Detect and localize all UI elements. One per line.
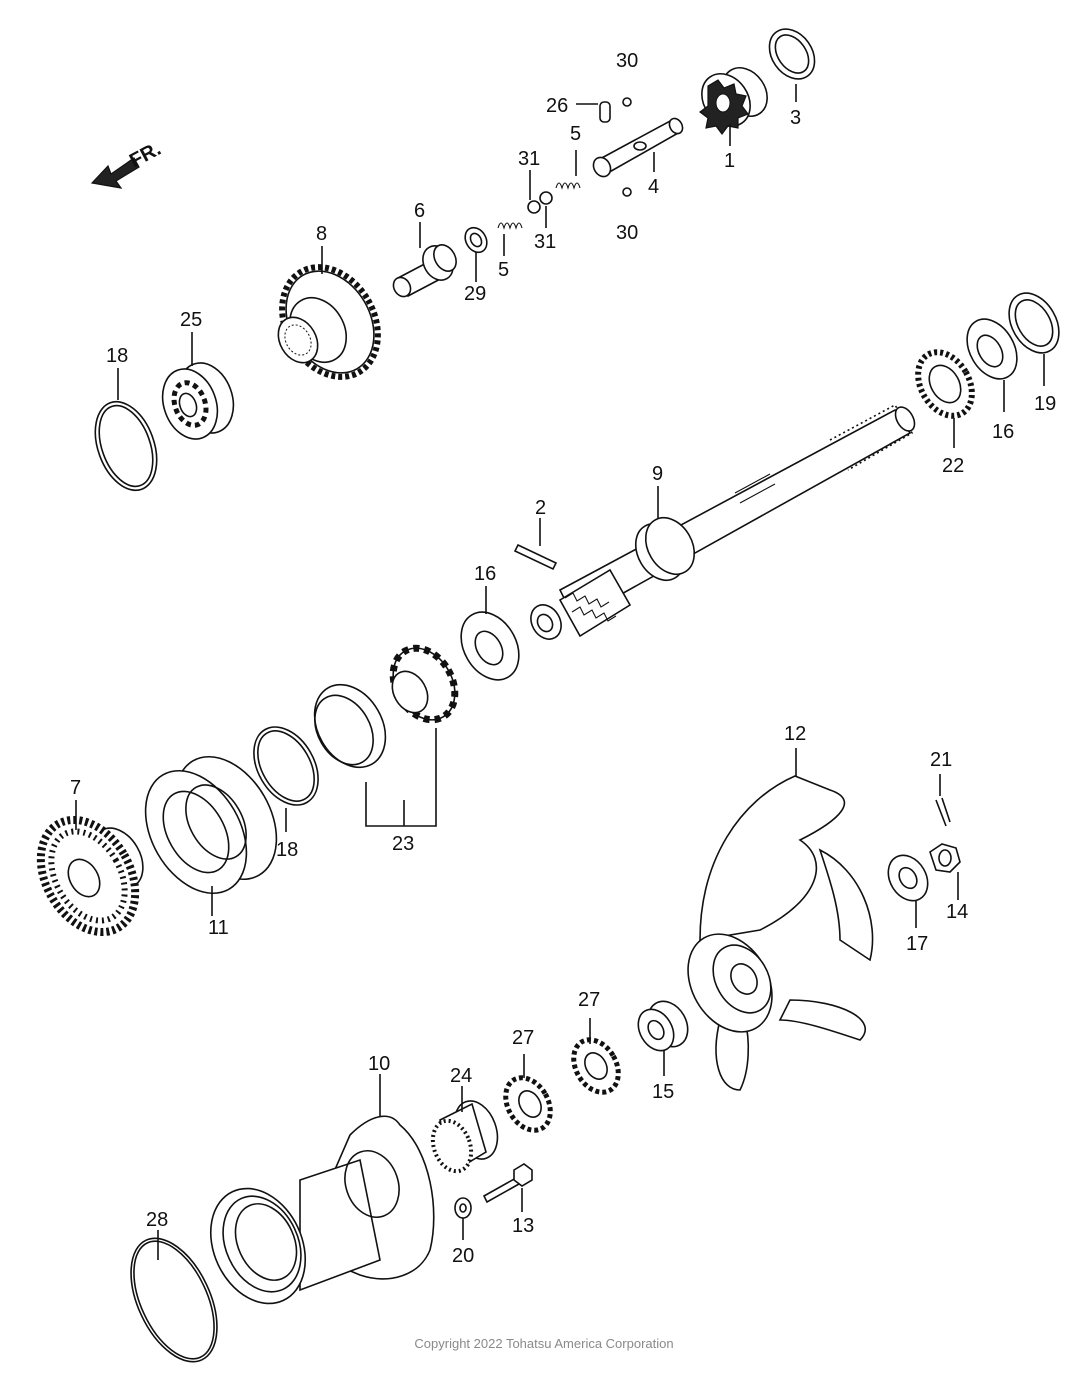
part-2-cross-pin <box>513 543 558 571</box>
copyright-notice: Copyright 2022 Tohatsu America Corporati… <box>414 1336 674 1351</box>
part-27-oil-seal-lower <box>503 1054 553 1133</box>
label-4: 4 <box>648 176 659 198</box>
part-16-washer-upper <box>966 318 1018 380</box>
part-21-cotter-pin <box>935 774 951 827</box>
label-6: 6 <box>414 200 425 222</box>
label-27-upper: 27 <box>578 989 600 1011</box>
part-7-reverse-gear <box>36 800 144 937</box>
front-direction-arrow: FR. <box>90 138 165 189</box>
part-19-washer <box>1008 292 1060 354</box>
label-23: 23 <box>392 833 414 855</box>
label-31-lower: 31 <box>534 231 556 253</box>
label-15: 15 <box>652 1081 674 1103</box>
part-9-propeller-shaft <box>530 403 916 640</box>
label-30-bottom: 30 <box>616 222 638 244</box>
label-27-lower: 27 <box>512 1027 534 1049</box>
label-24: 24 <box>450 1065 472 1087</box>
label-16-lower: 16 <box>474 563 496 585</box>
part-13-bolt <box>482 1163 533 1212</box>
part-5-spring-lower <box>497 222 523 230</box>
part-31-ball-upper <box>527 200 541 214</box>
label-5-upper: 5 <box>570 123 581 145</box>
part-18-ring-lower <box>253 726 319 832</box>
part-17-washer <box>887 854 929 928</box>
part-30-ball-top <box>622 97 632 107</box>
part-25-ball-bearing <box>161 362 235 440</box>
part-1-clutch-dog <box>699 67 768 135</box>
label-20: 20 <box>452 1245 474 1267</box>
part-30-ball-bottom <box>622 187 632 197</box>
part-14-propeller-nut <box>929 843 961 900</box>
label-22: 22 <box>942 455 964 477</box>
part-4-shift-shaft <box>592 117 684 178</box>
part-22-thrust-bearing <box>915 349 975 419</box>
part-29-clip <box>464 226 488 254</box>
label-11: 11 <box>208 917 229 939</box>
part-27-oil-seal-upper <box>571 1018 621 1095</box>
part-24-needle-bearing <box>430 1086 499 1174</box>
label-19: 19 <box>1034 393 1056 415</box>
part-26-pin <box>599 101 611 123</box>
part-12-propeller <box>687 748 874 1091</box>
label-31-upper: 31 <box>518 148 540 170</box>
label-2: 2 <box>535 497 546 519</box>
label-21: 21 <box>930 749 952 771</box>
label-3: 3 <box>790 107 801 129</box>
label-29: 29 <box>464 283 486 305</box>
part-6-plunger <box>392 244 457 298</box>
label-12: 12 <box>784 723 806 745</box>
label-25: 25 <box>180 309 202 331</box>
label-9: 9 <box>652 463 663 485</box>
label-8: 8 <box>316 223 327 245</box>
part-28-o-ring <box>130 1230 218 1363</box>
part-20-washer <box>454 1197 472 1240</box>
part-18-ring-upper <box>94 400 158 492</box>
part-16-washer-lower <box>460 611 520 681</box>
label-13: 13 <box>512 1215 534 1237</box>
label-17: 17 <box>906 933 928 955</box>
label-7: 7 <box>70 777 81 799</box>
leader-lines <box>117 84 1045 614</box>
part-15-spacer <box>637 1000 689 1076</box>
label-5-lower: 5 <box>498 259 509 281</box>
part-5-spring-upper <box>555 182 581 190</box>
part-3-ring <box>768 28 816 80</box>
part-number-labels: 30 26 5 31 3 1 4 31 30 6 8 29 5 25 18 19… <box>70 50 1056 1267</box>
label-16-upper: 16 <box>992 421 1014 443</box>
label-30-top: 30 <box>616 50 638 72</box>
part-10-gear-case-cover <box>209 1074 435 1305</box>
part-23-tapered-roller-bearing <box>313 644 459 827</box>
label-28: 28 <box>146 1209 168 1231</box>
label-10: 10 <box>368 1053 390 1075</box>
label-14: 14 <box>946 901 968 923</box>
part-31-ball-lower <box>539 191 553 205</box>
label-18-upper: 18 <box>106 345 128 367</box>
label-1: 1 <box>724 150 735 172</box>
part-8-forward-gear <box>277 264 381 380</box>
label-26: 26 <box>546 95 568 117</box>
part-11-bearing-carrier <box>144 755 278 916</box>
label-18-lower: 18 <box>276 839 298 861</box>
